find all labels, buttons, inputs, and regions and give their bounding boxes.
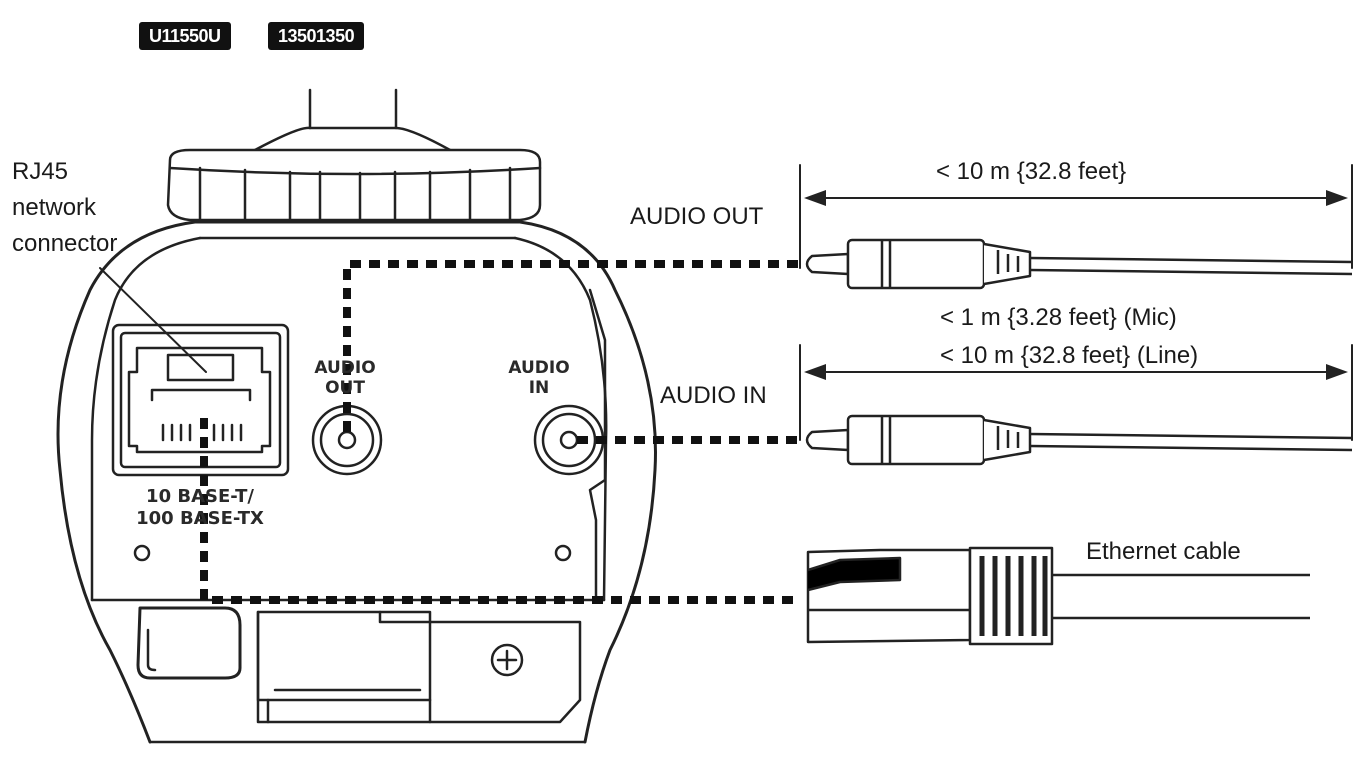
audio-in-jack	[533, 404, 605, 476]
rj45-port	[111, 323, 290, 477]
dimension-arrowheads	[804, 190, 1348, 380]
audio-in-callout: AUDIO IN	[660, 382, 767, 409]
audio-in-line-length-label: < 10 m {32.8 feet} (Line)	[940, 342, 1199, 369]
model-badge: U11550U	[139, 22, 231, 50]
audio-out-jack	[311, 404, 383, 476]
ethernet-connection	[200, 418, 798, 604]
connection-dashes	[200, 260, 798, 604]
audio-in-mic-length-label: < 1 m {3.28 feet} (Mic)	[940, 304, 1177, 331]
audio-in-plug	[805, 414, 1353, 466]
audio-in-port-label-line2: IN	[528, 378, 550, 398]
audio-out-port-label-line1: AUDIO	[314, 358, 376, 378]
audio-out-plug	[805, 238, 1353, 290]
lan-label-line2: 100 BASE-TX	[136, 508, 264, 529]
number-badge: 13501350	[268, 22, 365, 50]
rj45-callout-line2: network	[12, 194, 97, 221]
audio-out-length-label: < 10 m {32.8 feet}	[936, 158, 1127, 185]
audio-out-callout: AUDIO OUT	[630, 203, 764, 230]
screw-hole-right	[554, 544, 572, 562]
mount-neck	[253, 126, 452, 152]
rj45-callout-line1: RJ45	[12, 158, 69, 185]
rj45-leader-line	[99, 267, 207, 373]
ethernet-callout: Ethernet cable	[1086, 538, 1241, 565]
audio-out-port-label-line2: OUT	[325, 378, 365, 398]
rj45-callout-line3: connector	[12, 230, 118, 257]
audio-in-port-label-line1: AUDIO	[508, 358, 570, 378]
bottom-compartment	[136, 606, 582, 724]
camera-top-ring	[166, 148, 542, 222]
ethernet-plug	[806, 546, 1310, 646]
lan-label-line1: 10 BASE-T/	[146, 486, 254, 507]
screw-hole-left	[133, 544, 151, 562]
